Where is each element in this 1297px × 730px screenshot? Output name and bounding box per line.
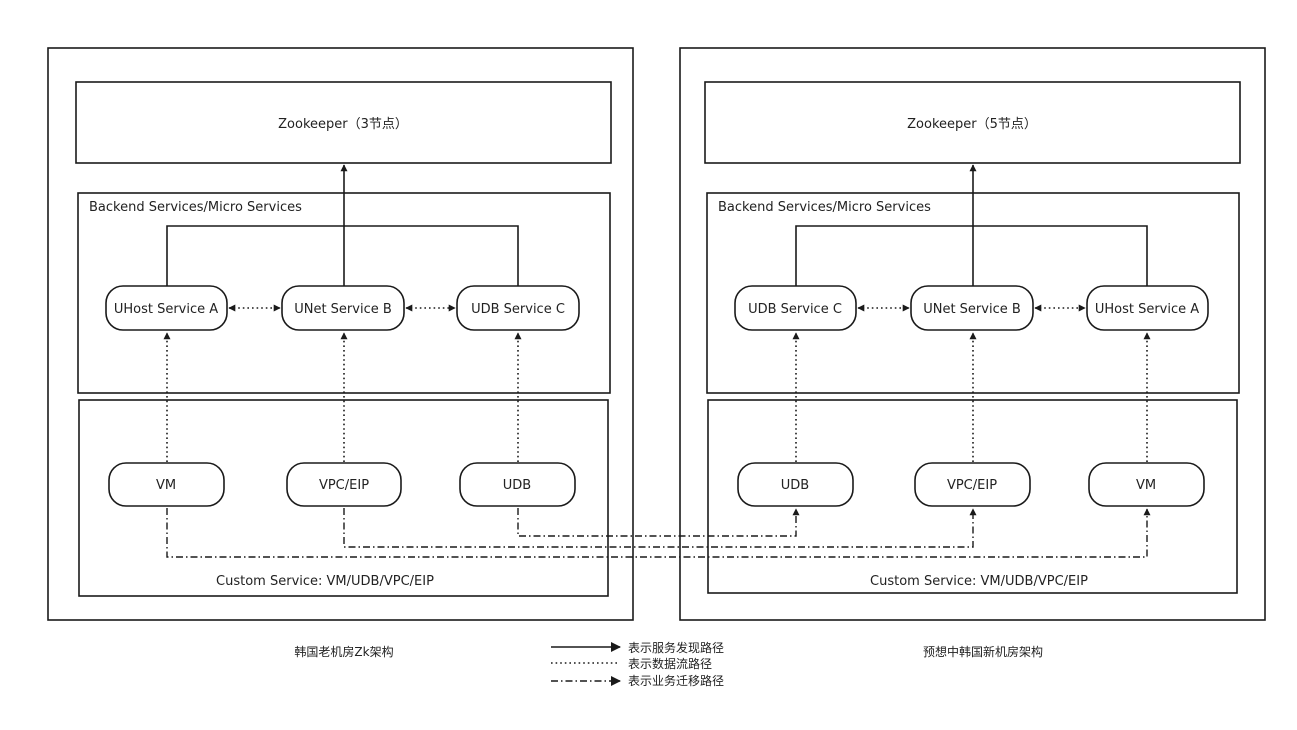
left-caption: 韩国老机房Zk架构 — [294, 644, 393, 659]
right-zookeeper-box — [704, 81, 1241, 164]
left-service-b-label: UNet Service B — [294, 302, 392, 317]
legend: 表示服务发现路径 表示数据流路径 表示业务迁移路径 — [551, 640, 724, 688]
left-custom-vm-pill — [108, 462, 225, 507]
left-backend-title: Backend Services/Micro Services — [89, 200, 302, 215]
migration-paths — [166, 508, 1151, 558]
right-service-c-label: UDB Service C — [748, 302, 842, 317]
right-custom-udb-label: UDB — [781, 478, 809, 493]
right-caption: 预想中韩国新机房架构 — [923, 644, 1043, 659]
right-service-a-pill — [1086, 285, 1209, 331]
left-service-a-pill — [105, 285, 228, 331]
right-custom-udb-pill — [737, 462, 854, 507]
legend-dotted-label: 表示数据流路径 — [628, 656, 712, 671]
migration-path-vpc — [343, 508, 977, 548]
right-service-c-pill — [734, 285, 857, 331]
migration-path-vm — [166, 508, 1151, 558]
left-custom-vpc-pill — [286, 462, 402, 507]
left-service-a-label: UHost Service A — [114, 302, 218, 317]
left-service-c-label: UDB Service C — [471, 302, 565, 317]
right-custom-vm-pill — [1088, 462, 1205, 507]
legend-solid-label: 表示服务发现路径 — [628, 640, 724, 655]
left-custom-vm-label: VM — [156, 478, 176, 493]
left-service-c-pill — [456, 285, 580, 331]
right-service-b-pill — [910, 285, 1034, 331]
left-discovery-line-a — [166, 225, 344, 286]
left-custom-udb-pill — [459, 462, 576, 507]
left-datacenter: Zookeeper（3节点） Backend Services/Micro Se… — [47, 47, 634, 659]
left-custom-udb-label: UDB — [503, 478, 531, 493]
legend-dashdot-label: 表示业务迁移路径 — [628, 673, 724, 688]
left-service-b-pill — [281, 285, 405, 331]
right-datacenter: Zookeeper（5节点） Backend Services/Micro Se… — [679, 47, 1266, 659]
right-service-b-label: UNet Service B — [923, 302, 1021, 317]
right-custom-title: Custom Service: VM/UDB/VPC/EIP — [870, 574, 1088, 589]
left-custom-title: Custom Service: VM/UDB/VPC/EIP — [216, 574, 434, 589]
right-backend-title: Backend Services/Micro Services — [718, 200, 931, 215]
migration-path-udb — [517, 508, 800, 537]
right-custom-vpc-label: VPC/EIP — [947, 478, 997, 493]
left-discovery-line-c — [344, 225, 519, 286]
right-custom-vpc-pill — [914, 462, 1031, 507]
left-zookeeper-box — [75, 81, 612, 164]
right-discovery-line-a — [973, 225, 1148, 286]
right-service-a-label: UHost Service A — [1095, 302, 1199, 317]
right-custom-vm-label: VM — [1136, 478, 1156, 493]
right-zookeeper-label: Zookeeper（5节点） — [907, 117, 1037, 132]
left-custom-vpc-label: VPC/EIP — [319, 478, 369, 493]
left-zookeeper-label: Zookeeper（3节点） — [278, 117, 408, 132]
right-discovery-line-c — [795, 225, 973, 286]
